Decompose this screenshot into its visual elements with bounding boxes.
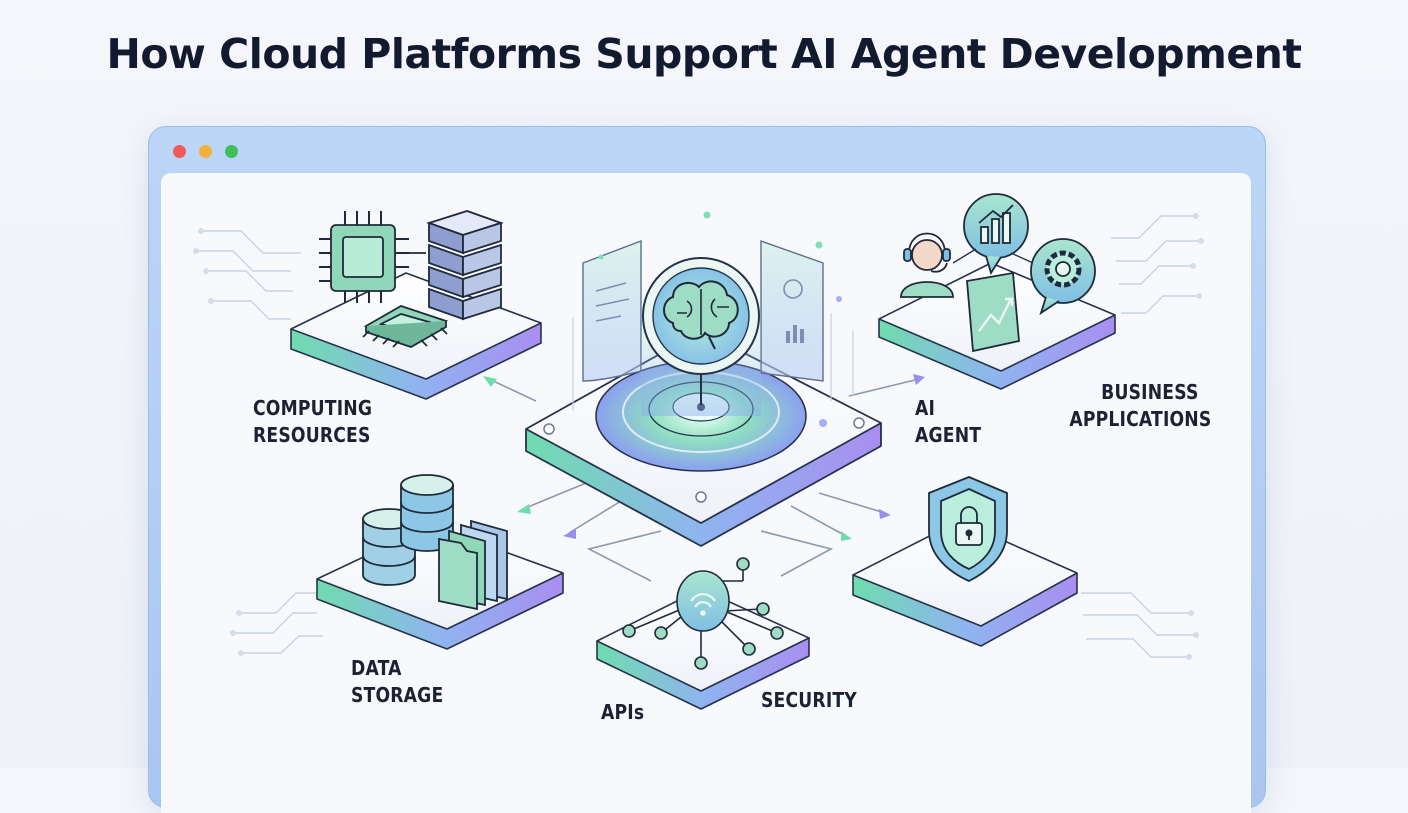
label-business-line1: BUSINESS bbox=[1101, 380, 1199, 404]
cpu-chip-icon bbox=[319, 211, 426, 303]
small-chip-icon bbox=[362, 305, 449, 348]
shield-lock-icon bbox=[928, 476, 1008, 582]
circuit-nodes bbox=[193, 213, 1204, 660]
connectors bbox=[488, 378, 920, 582]
label-computing-resources: COMPUTING RESOURCES bbox=[253, 395, 372, 449]
server-stack-icon bbox=[426, 210, 504, 321]
gear-icon bbox=[1030, 238, 1096, 316]
label-apis: APIs bbox=[601, 699, 644, 726]
bar-chart-icon bbox=[963, 193, 1029, 276]
close-window-dot[interactable] bbox=[173, 145, 186, 158]
label-ai-line1: AI bbox=[915, 396, 936, 420]
business-connectors bbox=[952, 248, 1034, 264]
label-data-line2: STORAGE bbox=[351, 683, 444, 707]
wifi-hub-icon bbox=[622, 557, 784, 670]
label-data-line1: DATA bbox=[351, 656, 402, 680]
trend-chart-icon bbox=[966, 271, 1020, 353]
connector-arrows bbox=[483, 374, 925, 541]
diagram-canvas: COMPUTING RESOURCES AI AGENT BUSINESS AP… bbox=[161, 173, 1251, 813]
brain-icon bbox=[642, 257, 760, 405]
label-business-line2: APPLICATIONS bbox=[1069, 407, 1212, 431]
label-security-text: SECURITY bbox=[761, 688, 857, 712]
label-ai-agent: AI AGENT bbox=[915, 395, 981, 449]
label-data-storage: DATA STORAGE bbox=[351, 655, 443, 709]
sparkles bbox=[598, 211, 842, 302]
database-icon bbox=[362, 474, 454, 586]
maximize-window-dot[interactable] bbox=[225, 145, 238, 158]
page-title: How Cloud Platforms Support AI Agent Dev… bbox=[106, 30, 1302, 78]
label-ai-line2: AGENT bbox=[915, 423, 982, 447]
minimize-window-dot[interactable] bbox=[199, 145, 212, 158]
headset-agent-icon bbox=[900, 232, 954, 298]
label-security: SECURITY bbox=[761, 687, 857, 714]
dot-accent bbox=[819, 419, 827, 427]
label-computing-line2: RESOURCES bbox=[253, 423, 371, 447]
folder-files-icon bbox=[438, 519, 508, 611]
label-computing-line1: COMPUTING bbox=[253, 396, 373, 420]
vertical-guides bbox=[572, 313, 854, 411]
circuit-traces bbox=[196, 215, 1201, 658]
apis-platform bbox=[596, 588, 810, 710]
label-apis-text: APIs bbox=[601, 700, 645, 724]
browser-window: COMPUTING RESOURCES AI AGENT BUSINESS AP… bbox=[148, 126, 1266, 813]
diagram-svg bbox=[193, 193, 1204, 710]
window-title-bar bbox=[149, 127, 1265, 173]
label-business-applications: BUSINESS APPLICATIONS bbox=[1063, 379, 1218, 433]
